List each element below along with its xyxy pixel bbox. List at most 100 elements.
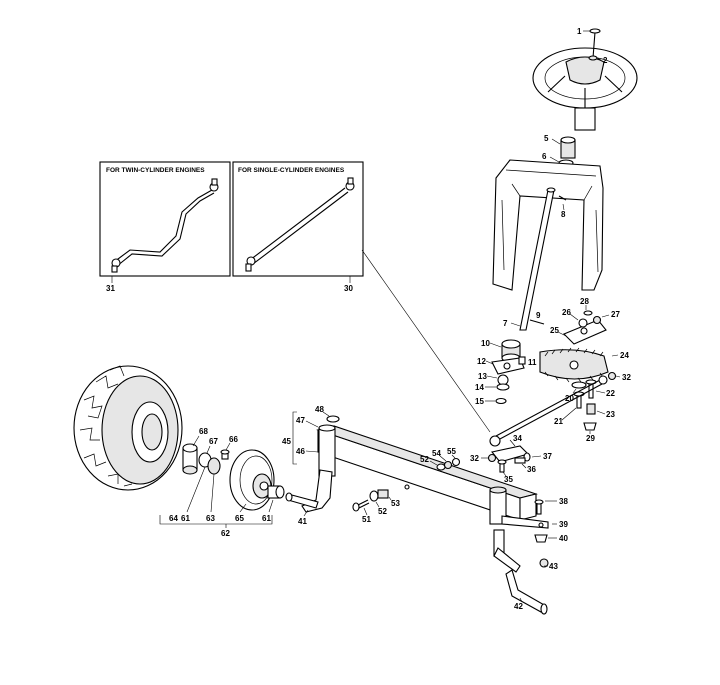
callout-32-lower: 32 bbox=[470, 454, 479, 463]
callout-45: 45 bbox=[282, 437, 291, 446]
callout-9: 9 bbox=[536, 311, 541, 320]
callout-37: 37 bbox=[543, 452, 552, 461]
callout-61-inner: 61 bbox=[181, 514, 190, 523]
callout-64: 64 bbox=[169, 514, 178, 523]
steering-arm-39 bbox=[501, 515, 549, 529]
callout-5: 5 bbox=[544, 134, 549, 143]
callout-6: 6 bbox=[542, 152, 547, 161]
callout-31: 31 bbox=[106, 284, 115, 293]
steering-shaft bbox=[519, 187, 556, 331]
nut-29 bbox=[583, 422, 597, 431]
bearing-61-outer bbox=[267, 485, 285, 499]
callout-1: 1 bbox=[577, 27, 582, 36]
callout-14: 14 bbox=[475, 383, 484, 392]
callout-53: 53 bbox=[391, 499, 400, 508]
spacer-23 bbox=[586, 403, 596, 415]
spindle-41 bbox=[285, 469, 333, 513]
fitting-66 bbox=[220, 449, 230, 460]
callout-10: 10 bbox=[481, 339, 490, 348]
bolt-36 bbox=[514, 457, 526, 464]
callout-13: 13 bbox=[478, 372, 487, 381]
washer-15 bbox=[495, 397, 507, 405]
washer-28 bbox=[583, 310, 593, 316]
tie-rod-twin bbox=[111, 178, 219, 273]
nut-11 bbox=[518, 356, 526, 365]
callout-67: 67 bbox=[209, 437, 218, 446]
washer-52-upper bbox=[436, 463, 446, 471]
callout-21: 21 bbox=[554, 417, 563, 426]
callout-24: 24 bbox=[620, 351, 629, 360]
spacer-53 bbox=[377, 489, 389, 499]
bolt-51 bbox=[352, 499, 370, 512]
callout-46: 46 bbox=[296, 447, 305, 456]
front-tire-64 bbox=[73, 365, 183, 491]
nut-32-upper bbox=[607, 371, 617, 381]
callout-54: 54 bbox=[432, 449, 441, 458]
callout-65: 65 bbox=[235, 514, 244, 523]
callout-55: 55 bbox=[447, 447, 456, 456]
axle-pivot-tube bbox=[318, 424, 336, 477]
inset-single-cylinder: FOR SINGLE-CYLINDER ENGINES 30 bbox=[232, 161, 364, 293]
callout-8: 8 bbox=[561, 210, 566, 219]
tie-rod-single bbox=[245, 177, 355, 272]
callout-27: 27 bbox=[611, 310, 620, 319]
callout-47: 47 bbox=[296, 416, 305, 425]
inset-twin-cylinder: FOR TWIN-CYLINDER ENGINES 31 bbox=[99, 161, 231, 293]
callout-29: 29 bbox=[586, 434, 595, 443]
bracket-12 bbox=[491, 357, 525, 375]
callout-51: 51 bbox=[362, 515, 371, 524]
callout-30: 30 bbox=[344, 284, 353, 293]
washer-52-lower bbox=[369, 490, 379, 502]
nut-43 bbox=[539, 558, 549, 568]
bracket-45 bbox=[292, 411, 297, 465]
callout-22: 22 bbox=[606, 389, 615, 398]
nut-40 bbox=[534, 534, 548, 543]
washer-48 bbox=[326, 415, 340, 423]
callout-36: 36 bbox=[527, 465, 536, 474]
drag-link bbox=[489, 375, 608, 447]
callout-7: 7 bbox=[503, 319, 508, 328]
wheel-rim-65 bbox=[229, 449, 275, 511]
roll-pin-8 bbox=[558, 195, 567, 201]
callout-41: 41 bbox=[298, 517, 307, 526]
callout-66: 66 bbox=[229, 435, 238, 444]
dashboard-frame bbox=[492, 159, 604, 291]
steering-wheel bbox=[532, 47, 638, 131]
callout-2: 2 bbox=[603, 56, 608, 65]
callout-28: 28 bbox=[580, 297, 589, 306]
callout-61-outer: 61 bbox=[262, 514, 271, 523]
callout-62: 62 bbox=[221, 529, 230, 538]
callout-20: 20 bbox=[565, 394, 574, 403]
steering-bolt bbox=[588, 28, 601, 61]
bracket-62 bbox=[159, 515, 273, 525]
callout-52-upper: 52 bbox=[420, 455, 429, 464]
pin-9 bbox=[529, 319, 545, 325]
callout-15: 15 bbox=[475, 397, 484, 406]
bolt-26 bbox=[578, 318, 588, 328]
bolt-38 bbox=[534, 499, 544, 515]
inset-leader bbox=[361, 249, 491, 433]
callout-48: 48 bbox=[315, 405, 324, 414]
washer-63 bbox=[207, 457, 221, 475]
callout-12: 12 bbox=[477, 357, 486, 366]
washer-20 bbox=[571, 381, 587, 389]
washer-14 bbox=[496, 383, 510, 391]
nut-55 bbox=[451, 457, 461, 467]
spindle-42 bbox=[493, 529, 548, 615]
column-coupler bbox=[558, 136, 576, 167]
bearing-68 bbox=[182, 443, 198, 475]
inset-single-title: FOR SINGLE-CYLINDER ENGINES bbox=[238, 167, 345, 174]
callout-38: 38 bbox=[559, 497, 568, 506]
callout-40: 40 bbox=[559, 534, 568, 543]
callout-63: 63 bbox=[206, 514, 215, 523]
callout-26: 26 bbox=[562, 308, 571, 317]
callout-43: 43 bbox=[549, 562, 558, 571]
nut-54 bbox=[443, 460, 453, 470]
callout-35: 35 bbox=[504, 475, 513, 484]
callout-11: 11 bbox=[528, 358, 537, 367]
callout-68: 68 bbox=[199, 427, 208, 436]
callout-39: 39 bbox=[559, 520, 568, 529]
inset-twin-title: FOR TWIN-CYLINDER ENGINES bbox=[106, 167, 205, 174]
callout-32-upper: 32 bbox=[622, 373, 631, 382]
